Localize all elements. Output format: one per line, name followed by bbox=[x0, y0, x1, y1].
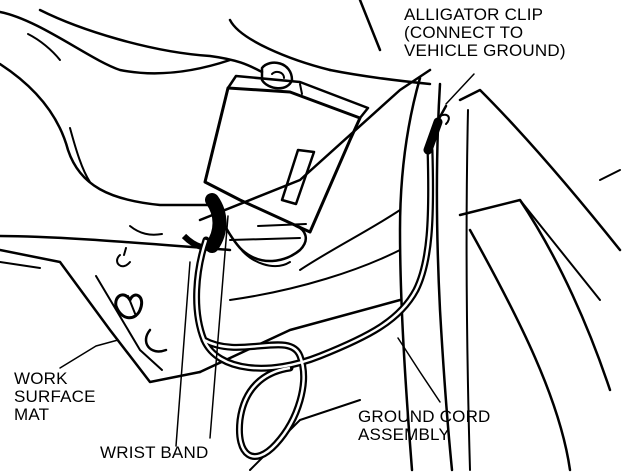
alligator-clip-label-line3: VEHICLE GROUND) bbox=[404, 41, 566, 60]
work-surface-mat-label-line1: WORK bbox=[14, 369, 68, 388]
alligator-clip-label-line1: ALLIGATOR CLIP bbox=[404, 5, 544, 24]
leader-lines bbox=[59, 73, 475, 447]
work-surface-mat-label-line2: SURFACE bbox=[14, 387, 96, 406]
work-surface-mat-label-line3: MAT bbox=[14, 405, 50, 424]
wrist-band bbox=[181, 193, 227, 253]
work-surface-mat-label: WORK SURFACE MAT bbox=[14, 370, 96, 424]
electronic-module bbox=[203, 61, 370, 234]
ground-cord-assembly-label: GROUND CORD ASSEMBLY bbox=[358, 408, 491, 444]
alligator-clip-label-line2: (CONNECT TO bbox=[404, 23, 524, 42]
ground-cord-assembly-label-line2: ASSEMBLY bbox=[358, 425, 450, 444]
wrist-band-label: WRIST BAND bbox=[100, 444, 208, 462]
vehicle-interior bbox=[198, 0, 622, 472]
ground-cord bbox=[193, 146, 435, 460]
ground-cord-assembly-label-line1: GROUND CORD bbox=[358, 407, 491, 426]
alligator-clip bbox=[423, 104, 450, 155]
wrist-band-label-text: WRIST BAND bbox=[100, 443, 209, 462]
mat-logo bbox=[114, 293, 168, 353]
technician-arm bbox=[0, 8, 308, 267]
alligator-clip-label: ALLIGATOR CLIP (CONNECT TO VEHICLE GROUN… bbox=[404, 6, 566, 60]
